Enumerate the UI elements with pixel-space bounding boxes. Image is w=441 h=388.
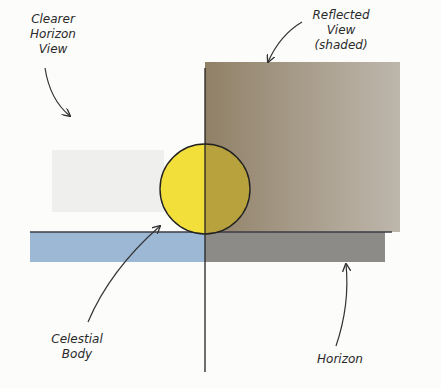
leader-arrow — [45, 68, 70, 116]
leader-arrow — [268, 22, 302, 62]
sea-band — [30, 232, 205, 262]
horizon-label: Horizon — [300, 352, 380, 367]
leader-arrow — [88, 226, 160, 322]
view-label: Clearer Horizon View — [20, 12, 86, 57]
body-label: Celestial Body — [40, 332, 114, 362]
view-label: Reflected View (shaded) — [304, 8, 378, 53]
shaded-sea-band — [205, 232, 385, 262]
leader-arrow — [336, 264, 347, 346]
haze — [52, 150, 164, 212]
celestial-body-reflected — [205, 144, 250, 234]
divider-line — [204, 68, 205, 372]
